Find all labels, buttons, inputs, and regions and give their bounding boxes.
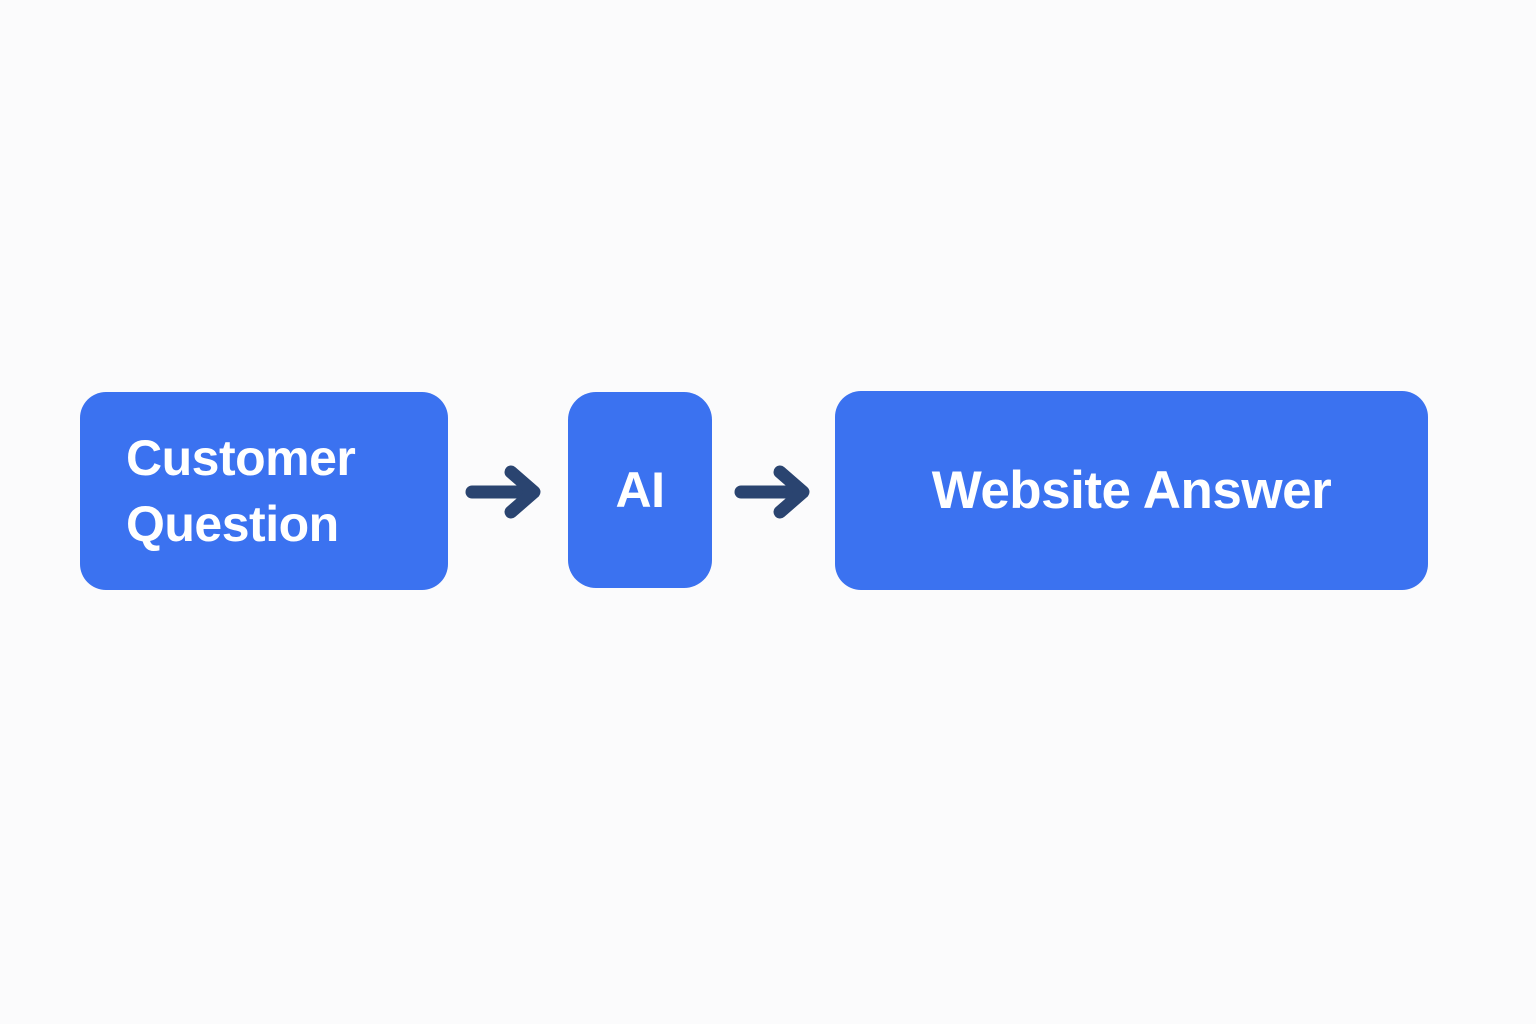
flow-node-ai-label: AI [615,462,666,518]
flow-node-website-answer-label: Website Answer [931,460,1332,520]
flow-node-customer-question[interactable]: Customer Question [80,392,448,590]
flow-node-ai[interactable]: AI [568,392,712,588]
flow-node-website-answer[interactable]: Website Answer [835,391,1428,590]
arrow-right-icon [733,464,815,520]
flow-node-customer-question-label: Customer Question [126,430,356,552]
flow-row: Customer Question AI Website Answer [0,391,1536,591]
arrow-right-icon [464,464,546,520]
